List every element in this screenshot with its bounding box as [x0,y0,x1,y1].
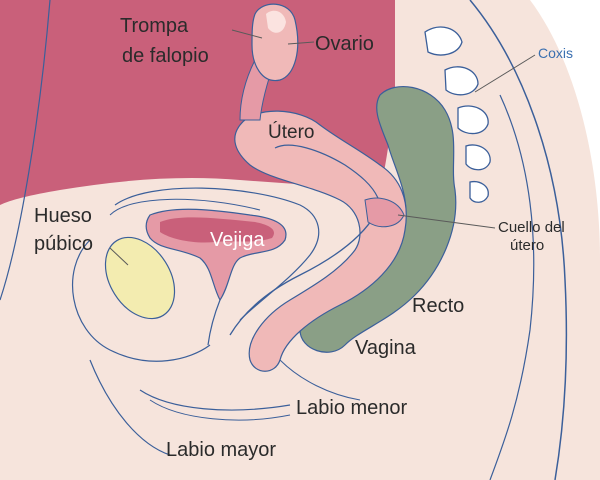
label-trompa-line1: Trompa [120,15,189,37]
label-recto: Recto [412,295,464,317]
label-vagina: Vagina [355,337,417,359]
label-hueso-line1: Hueso [34,205,92,227]
label-vejiga: Vejiga [210,229,265,251]
perineum-outline [279,359,361,401]
labia-majora-outline [89,359,171,456]
label-labio-menor: Labio menor [296,397,408,419]
label-hueso-line2: púbico [34,233,93,255]
labia-minora-outline-2 [149,399,291,421]
pelvic-outline [114,187,320,321]
front-pelvis-curve [71,239,211,362]
urethra [207,299,221,346]
coccyx-vertebrae [424,26,491,203]
body-outline-inner-back [489,94,535,480]
label-cuello-line2: útero [510,237,544,254]
label-trompa-line2: de falopio [122,45,209,67]
pubic-bone [104,236,176,320]
uterus-cavity [274,144,379,199]
uterus-vagina [234,110,407,372]
body-outline-back [469,0,568,480]
leader-lines [109,29,536,266]
abdominal-front-outline [0,0,51,301]
pelvic-outline-inner [109,198,261,216]
label-utero: Útero [268,121,314,143]
label-cuello-line1: Cuello del [498,219,565,236]
labia-minora-outline [139,389,291,411]
label-ovario: Ovario [315,33,374,55]
rectum [299,86,457,353]
label-labio-mayor: Labio mayor [166,439,276,461]
bladder-lumen [160,217,275,243]
label-coxis: Coxis [538,45,573,61]
ovary-highlight [266,10,286,33]
cervix [364,197,405,228]
